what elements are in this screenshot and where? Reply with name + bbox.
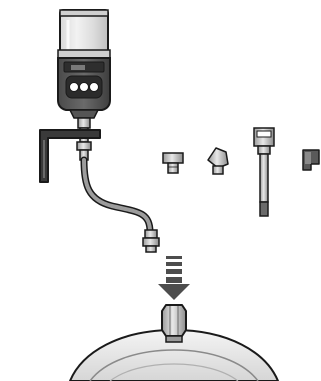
button-icon — [89, 82, 99, 92]
insert-arrow — [158, 256, 190, 300]
extension-tube — [253, 127, 275, 217]
control-unit — [57, 57, 111, 119]
grease-nipple-port — [161, 304, 187, 343]
mounting-bracket — [39, 129, 101, 183]
adapter-angled-45 — [207, 147, 229, 175]
bearing-housing — [68, 328, 280, 381]
adapter-straight-short — [162, 152, 184, 174]
lubricator-reservoir — [57, 9, 111, 63]
hose-end-fitting — [142, 229, 160, 253]
feed-hose — [80, 156, 154, 236]
elbow-adapter-90 — [302, 149, 320, 171]
button-icon — [79, 82, 89, 92]
button-icon — [69, 82, 79, 92]
